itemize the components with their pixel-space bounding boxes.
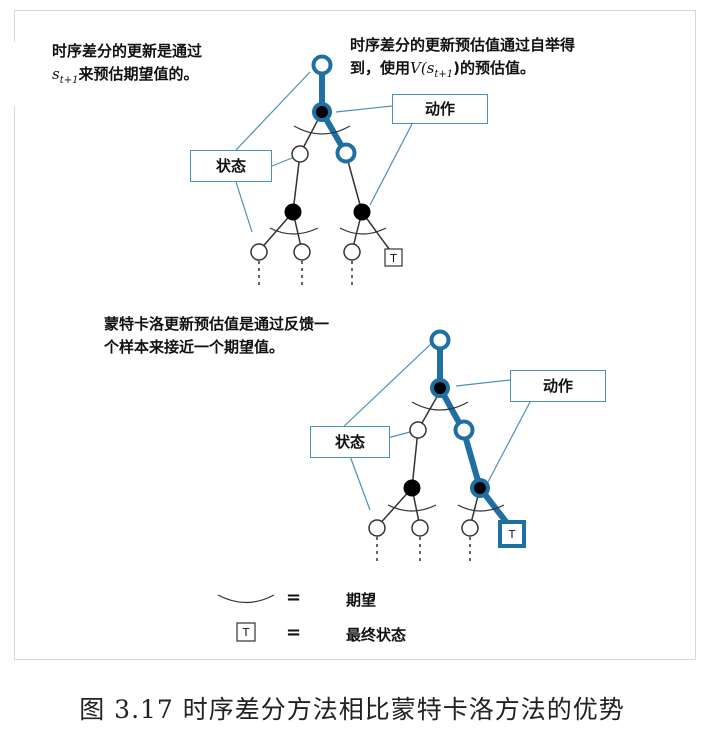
legend-expectation-arc-icon — [217, 594, 275, 604]
top-left-note-line2: st+1来预估期望值的。 — [52, 63, 202, 92]
bottom-tree: T — [339, 329, 531, 561]
top-state-node — [291, 145, 309, 163]
top-root-state-node — [311, 54, 333, 76]
bottom-callout-line-state-lower — [349, 455, 371, 511]
bottom-terminal-text: T — [508, 528, 516, 541]
bottom-callout-line-action-lower — [487, 401, 531, 483]
bottom-state-node — [409, 421, 427, 439]
top-right-note-subscript: t+1 — [434, 69, 454, 80]
top-expectation-arc — [269, 227, 319, 235]
top-action-node-highlight — [312, 102, 332, 122]
top-right-note-suffix: )的预估值。 — [453, 59, 536, 77]
top-callout-line-note — [235, 71, 311, 151]
top-right-note: 时序差分的更新预估值通过自举得 到，使用V(st+1)的预估值。 — [350, 34, 575, 86]
bottom-expectation-arc — [411, 401, 469, 411]
bottom-edge — [411, 429, 419, 489]
top-callout-line-action-upper — [335, 105, 393, 113]
top-leaf-state-node — [293, 243, 311, 261]
top-next-state-node-highlight — [335, 142, 357, 164]
top-tree: T — [235, 54, 413, 285]
top-callout-line-action-lower — [369, 123, 413, 206]
top-left-note-subscript: t+1 — [59, 75, 79, 86]
legend-graphics: T — [217, 594, 275, 642]
bottom-expectation-arc — [457, 504, 505, 512]
top-callout-line-state-upper — [271, 157, 293, 167]
bottom-action-label: 动作 — [510, 370, 606, 402]
bottom-next-state-node-highlight — [453, 419, 475, 441]
top-edge — [345, 153, 363, 213]
legend-equals-expectation: = — [286, 587, 302, 608]
top-left-note-symbol: s — [52, 65, 60, 83]
bottom-expectation-arc — [387, 504, 437, 512]
top-leaf-state-node — [343, 243, 361, 261]
figure-frame — [14, 10, 696, 660]
frame-gap — [10, 42, 20, 106]
bottom-root-state-node — [429, 329, 451, 351]
top-action-label: 动作 — [392, 94, 488, 124]
top-leaf-state-node — [250, 243, 268, 261]
legend-terminal-icon-text: T — [242, 626, 250, 639]
top-edge — [258, 211, 294, 252]
top-action-node — [284, 203, 302, 221]
bottom-state-label: 状态 — [310, 426, 390, 458]
top-terminal-node — [384, 248, 403, 267]
bottom-callout-line-note — [339, 342, 433, 431]
bottom-leaf-state-node — [368, 519, 386, 537]
bottom-note-line2: 个样本来接近一个期望值。 — [104, 338, 285, 356]
legend-terminal-label: 最终状态 — [346, 626, 407, 644]
legend-terminal-icon — [236, 622, 256, 642]
top-right-note-symbol: V(s — [410, 59, 435, 77]
bottom-action-node-highlight — [430, 378, 450, 398]
bottom-note-line1: 蒙特卡洛更新预估值是通过反馈一 — [104, 315, 330, 333]
top-left-note-line1: 时序差分的更新是通过 — [52, 42, 203, 60]
top-right-note-line1: 时序差分的更新预估值通过自举得 — [350, 36, 576, 54]
bottom-terminal-node-highlight — [498, 520, 526, 548]
top-callout-line-state-lower — [235, 181, 253, 233]
top-right-note-prefix: 到，使用 — [350, 59, 411, 77]
bottom-action-node-highlight — [470, 478, 490, 498]
top-expectation-arc — [339, 227, 387, 235]
legend-equals-terminal: = — [286, 622, 302, 643]
top-left-note-line2-suffix: 来预估期望值的。 — [78, 65, 199, 83]
bottom-callout-line-action-upper — [455, 379, 511, 387]
figure-caption: 图 3.17 时序差分方法相比蒙特卡洛方法的优势 — [79, 695, 625, 724]
top-expectation-arc — [293, 125, 351, 135]
top-terminal-text: T — [389, 252, 397, 265]
bottom-note: 蒙特卡洛更新预估值是通过反馈一 个样本来接近一个期望值。 — [104, 313, 329, 359]
bottom-leaf-state-node — [411, 519, 429, 537]
top-action-node — [353, 203, 371, 221]
top-edge — [292, 153, 301, 213]
top-left-note: 时序差分的更新是通过 st+1来预估期望值的。 — [52, 40, 202, 92]
bottom-action-node — [403, 479, 421, 497]
top-state-label: 状态 — [190, 150, 272, 182]
bottom-leaf-state-node — [461, 519, 479, 537]
legend-expectation-label: 期望 — [346, 591, 377, 609]
top-right-note-line2: 到，使用V(st+1)的预估值。 — [350, 57, 575, 86]
